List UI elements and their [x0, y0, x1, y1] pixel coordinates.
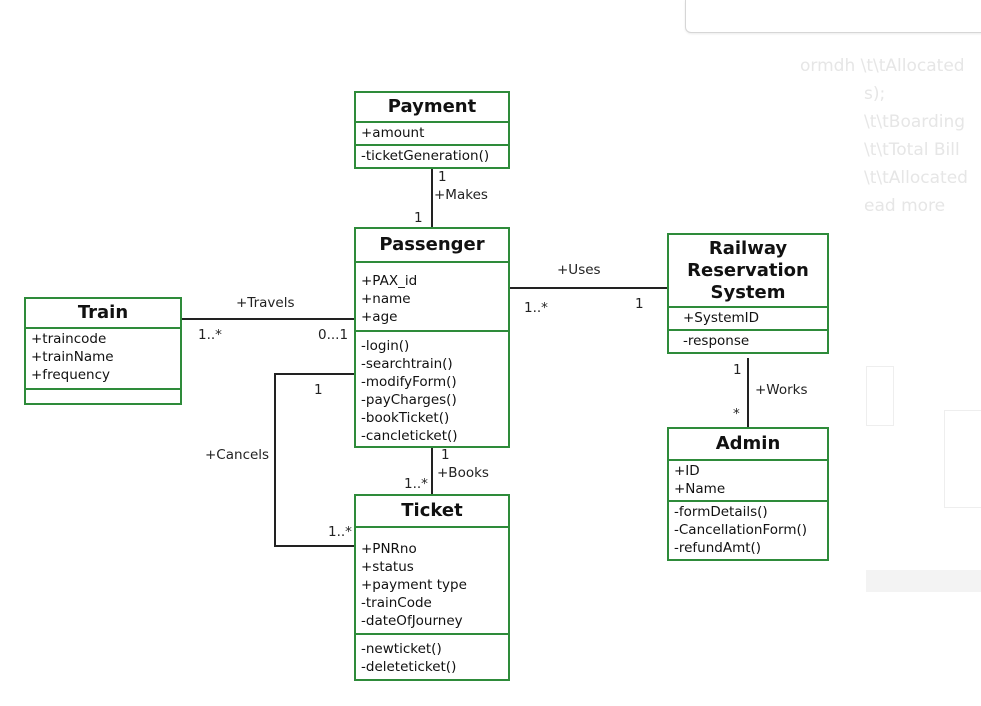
- background-line: s);: [864, 84, 886, 104]
- background-code-text: ormdh \t\tAllocated s); \t\tBoarding \t\…: [800, 52, 981, 220]
- attribute: +ID: [674, 463, 700, 479]
- method: -formDetails(): [674, 504, 768, 520]
- attributes-section: +traincode +trainName +frequency: [26, 329, 180, 390]
- cancels-line: [274, 373, 355, 547]
- attribute: +traincode: [31, 331, 107, 347]
- method: -response: [683, 333, 750, 349]
- travels-mult-train: 1..*: [198, 327, 222, 343]
- works-mult-system: 1: [733, 362, 742, 378]
- attribute: +Name: [674, 481, 726, 497]
- attribute: +name: [361, 291, 411, 307]
- background-strip: [866, 570, 981, 592]
- background-line: ormdh \t\tAllocated: [800, 56, 965, 76]
- class-railway-reservation-system[interactable]: Railway Reservation System +SystemID -re…: [667, 233, 829, 354]
- attribute: +payment type: [361, 577, 467, 593]
- class-payment[interactable]: Payment +amount -ticketGeneration(): [354, 91, 510, 169]
- makes-label: +Makes: [434, 187, 488, 203]
- cancels-mult-ticket: 1..*: [328, 524, 352, 540]
- method: -ticketGeneration(): [361, 148, 490, 164]
- makes-mult-top: 1: [438, 169, 447, 185]
- class-title: Admin: [669, 429, 827, 461]
- works-label: +Works: [755, 382, 808, 398]
- attribute: +frequency: [31, 367, 111, 383]
- class-title: Railway Reservation System: [669, 235, 827, 308]
- books-mult-passenger: 1: [441, 447, 450, 463]
- uses-mult-system: 1: [635, 296, 644, 312]
- background-line: ead more: [864, 196, 946, 216]
- class-admin[interactable]: Admin +ID +Name -formDetails() -Cancella…: [667, 427, 829, 561]
- attribute: -dateOfJourney: [361, 613, 463, 629]
- method: -refundAmt(): [674, 540, 762, 556]
- uses-mult-passenger: 1..*: [524, 300, 548, 316]
- class-title: Passenger: [356, 229, 508, 263]
- method: -deleteticket(): [361, 659, 457, 675]
- method: -newticket(): [361, 641, 442, 657]
- method: -cancleticket(): [361, 428, 458, 444]
- background-line: \t\tBoarding: [864, 112, 966, 132]
- attribute: +status: [361, 559, 414, 575]
- attribute: +trainName: [31, 349, 114, 365]
- attribute: -trainCode: [361, 595, 432, 611]
- background-box: [944, 410, 981, 508]
- methods-section: -ticketGeneration(): [356, 146, 508, 167]
- class-title: Ticket: [356, 496, 508, 528]
- attribute: +SystemID: [683, 310, 760, 326]
- methods-section: -response: [669, 331, 827, 352]
- cancels-mult-passenger: 1: [314, 382, 323, 398]
- class-train[interactable]: Train +traincode +trainName +frequency: [24, 297, 182, 405]
- uses-label: +Uses: [557, 262, 601, 278]
- attribute: +PNRno: [361, 541, 417, 557]
- cancels-label: +Cancels: [205, 447, 270, 463]
- background-panel: [685, 0, 981, 33]
- class-title-line: Railway: [708, 238, 788, 259]
- background-line: \t\tAllocated: [864, 168, 968, 188]
- method: -bookTicket(): [361, 410, 450, 426]
- background-box: [866, 366, 894, 426]
- method: -payCharges(): [361, 392, 457, 408]
- method: -modifyForm(): [361, 374, 457, 390]
- class-ticket[interactable]: Ticket +PNRno +status +payment type -tra…: [354, 494, 510, 681]
- methods-section: -newticket() -deleteticket(): [356, 635, 508, 678]
- class-title-line: System: [710, 282, 786, 303]
- books-mult-ticket: 1..*: [404, 476, 428, 492]
- class-title: Payment: [356, 93, 508, 123]
- class-title: Train: [26, 299, 180, 329]
- attributes-section: +amount: [356, 123, 508, 146]
- method: -login(): [361, 338, 410, 354]
- travels-mult-passenger: 0...1: [318, 327, 349, 343]
- method: -searchtrain(): [361, 356, 453, 372]
- attributes-section: +PNRno +status +payment type -trainCode …: [356, 528, 508, 635]
- books-label: +Books: [437, 465, 489, 481]
- attribute: +age: [361, 309, 398, 325]
- attribute: +amount: [361, 125, 425, 141]
- attributes-section: +ID +Name: [669, 461, 827, 502]
- method: -CancellationForm(): [674, 522, 808, 538]
- attribute: +PAX_id: [361, 273, 418, 289]
- methods-section: -login() -searchtrain() -modifyForm() -p…: [356, 332, 508, 447]
- travels-label: +Travels: [236, 295, 295, 311]
- class-title-line: Reservation: [687, 260, 809, 281]
- attributes-section: +PAX_id +name +age: [356, 263, 508, 332]
- works-mult-admin: *: [733, 406, 740, 422]
- attributes-section: +SystemID: [669, 308, 827, 331]
- methods-section: -formDetails() -CancellationForm() -refu…: [669, 502, 827, 559]
- methods-section: [26, 390, 180, 402]
- makes-mult-bottom: 1: [414, 210, 423, 226]
- background-line: \t\tTotal Bill: [864, 140, 960, 160]
- class-passenger[interactable]: Passenger +PAX_id +name +age -login() -s…: [354, 227, 510, 448]
